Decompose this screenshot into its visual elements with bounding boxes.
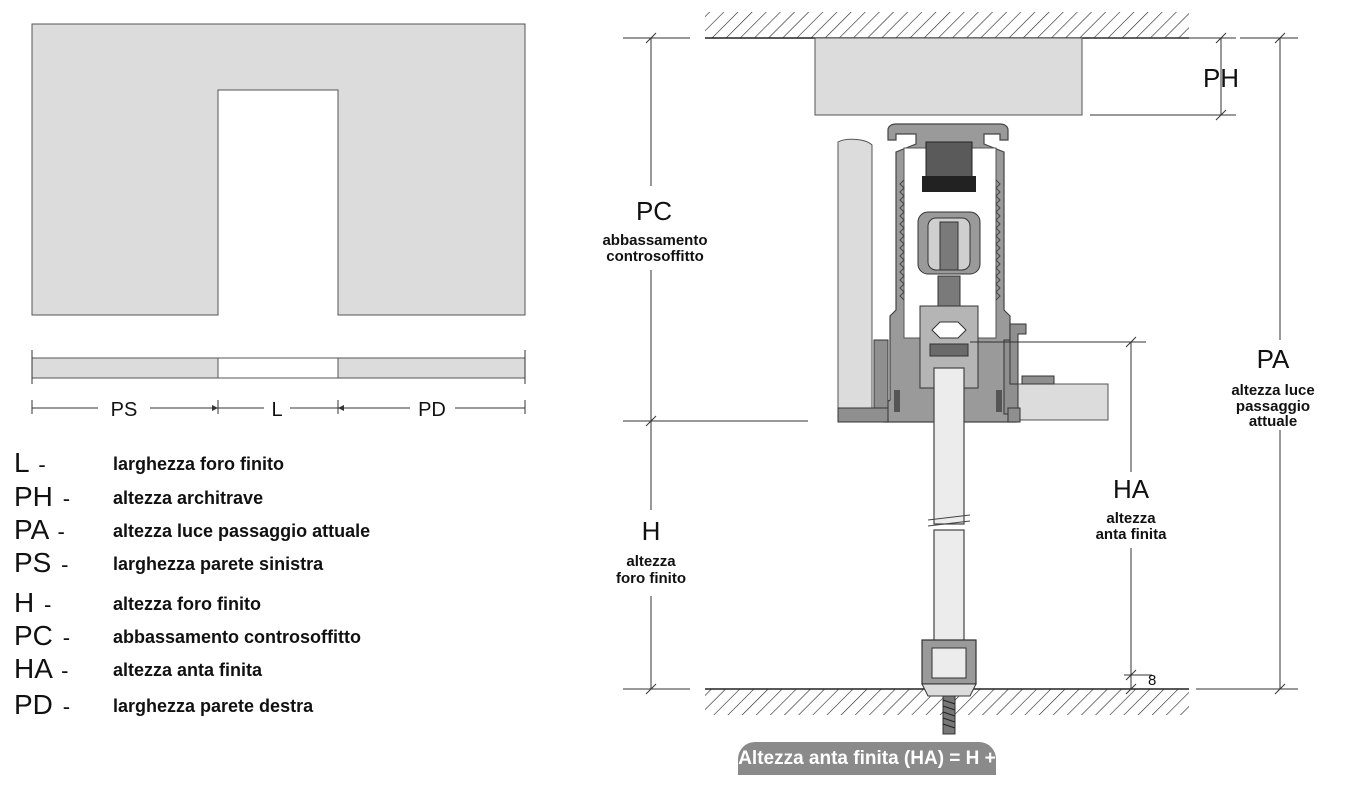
legend-abbr: PA -: [14, 514, 65, 545]
legend-desc: larghezza foro finito: [113, 454, 284, 474]
ha-desc-line1: altezza: [1106, 510, 1156, 527]
width-dimension-line: [31, 400, 526, 414]
wall-with-opening: [31, 23, 526, 316]
formula-badge: Altezza anta finita (HA) = H + 15 mm: [738, 742, 996, 803]
front-view: PS L PD: [31, 23, 526, 421]
h-desc-line1: altezza: [626, 553, 676, 570]
legend-desc: altezza foro finito: [113, 594, 261, 614]
pa-desc-line2: passaggio: [1236, 398, 1310, 415]
pc-desc-line1: abbassamento: [602, 232, 707, 249]
legend-desc: altezza architrave: [113, 488, 264, 508]
legend-abbr: H -: [14, 587, 52, 618]
pc-abbr: PC: [636, 196, 672, 226]
pc-h-dimension: [623, 32, 808, 695]
legend-desc: abbassamento controsoffitto: [113, 627, 362, 647]
legend-abbr: L -: [14, 447, 46, 478]
ha-dimension: [970, 336, 1152, 695]
ph-dimension: [1090, 32, 1236, 121]
dim-label-pd: PD: [418, 399, 446, 421]
lintel: [814, 37, 1083, 116]
legend-abbr: PD -: [14, 689, 71, 720]
dim-label-l: L: [271, 399, 282, 421]
ph-abbr: PH: [1203, 63, 1239, 93]
h-desc-line2: foro finito: [616, 570, 686, 587]
legend-desc: larghezza parete sinistra: [113, 554, 324, 574]
pa-dimension: [1196, 32, 1298, 695]
h-abbr: H: [642, 516, 661, 546]
gap-label: 8: [1148, 672, 1156, 689]
ha-desc-line2: anta finita: [1096, 526, 1167, 543]
left-panel: [837, 138, 873, 409]
plan-strip: [31, 350, 526, 384]
ha-abbr: HA: [1113, 474, 1150, 504]
ceiling-hatch: [705, 12, 1189, 38]
legend-desc: altezza anta finita: [113, 660, 263, 680]
legend-abbr: PC -: [14, 620, 71, 651]
legend-desc: altezza luce passaggio attuale: [113, 521, 371, 541]
section-view: PC abbassamento controsoffitto H altezza…: [602, 12, 1315, 735]
legend-abbr: PS -: [14, 547, 69, 578]
dim-label-ps: PS: [111, 399, 138, 421]
legend-desc: larghezza parete destra: [113, 696, 314, 716]
door-leaf: [921, 367, 977, 735]
pa-desc-line1: altezza luce: [1231, 382, 1314, 399]
legend-abbr: PH -: [14, 481, 71, 512]
right-panel: [1017, 383, 1109, 421]
pa-abbr: PA: [1257, 344, 1290, 374]
legend-abbr: HA -: [14, 653, 69, 684]
technical-drawing: PS L PD: [31, 12, 1315, 735]
pc-desc-line2: controsoffitto: [606, 248, 703, 265]
pa-desc-line3: attuale: [1249, 413, 1297, 430]
track-profile: [837, 123, 1055, 423]
